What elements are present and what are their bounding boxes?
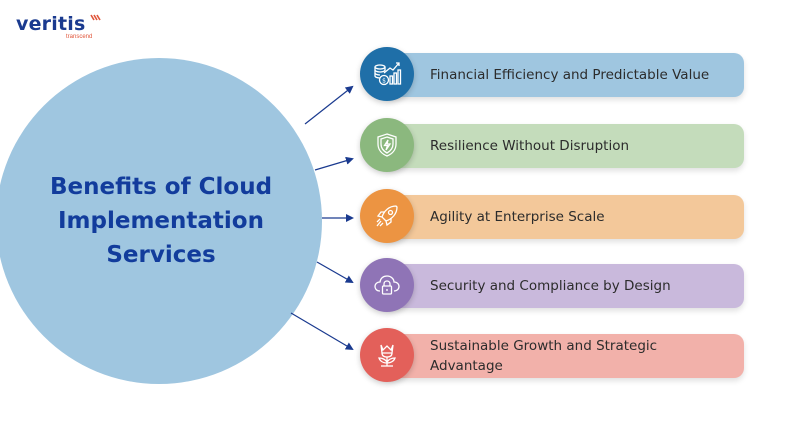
benefit-label: Resilience Without Disruption (430, 138, 630, 154)
finance-growth-icon: $ (360, 47, 414, 101)
rocket-icon (360, 189, 414, 243)
benefit-pill (382, 264, 744, 308)
arrow-1 (304, 85, 354, 125)
benefit-item-resilience: Resilience Without Disruption (360, 118, 746, 174)
benefit-item-financial: $ Financial Efficiency and Predictable V… (360, 47, 746, 103)
benefit-item-agility: Agility at Enterprise Scale (360, 189, 746, 245)
logo-tagline: transcend (66, 34, 93, 40)
benefit-pill (382, 195, 744, 239)
benefit-item-security: Security and Compliance by Design (360, 258, 746, 314)
logo-wordmark: veritis (16, 13, 86, 35)
benefit-label: Security and Compliance by Design (430, 278, 671, 294)
benefit-item-sustainable: Sustainable Growth and Strategic Advanta… (360, 328, 746, 384)
arrow-2 (314, 156, 354, 171)
benefit-label: Financial Efficiency and Predictable Val… (430, 67, 710, 83)
cloud-lock-icon (360, 258, 414, 312)
shield-bolt-icon (360, 118, 414, 172)
svg-text:$: $ (382, 78, 386, 85)
veritis-logo: veritis transcend (16, 13, 101, 40)
benefit-label: Sustainable Growth and Strategic Advanta… (430, 338, 658, 374)
benefit-pill (382, 53, 744, 97)
benefit-pill (382, 334, 744, 378)
arrow-4 (316, 261, 354, 283)
hub-title: Benefits of Cloud Implementation Service… (49, 174, 273, 268)
benefit-label: Agility at Enterprise Scale (430, 209, 605, 225)
hub-circle (0, 58, 322, 384)
crown-plant-icon (360, 328, 414, 382)
benefit-pill (382, 124, 744, 168)
arrow-5 (290, 312, 354, 351)
logo-mark-icon (90, 14, 101, 21)
